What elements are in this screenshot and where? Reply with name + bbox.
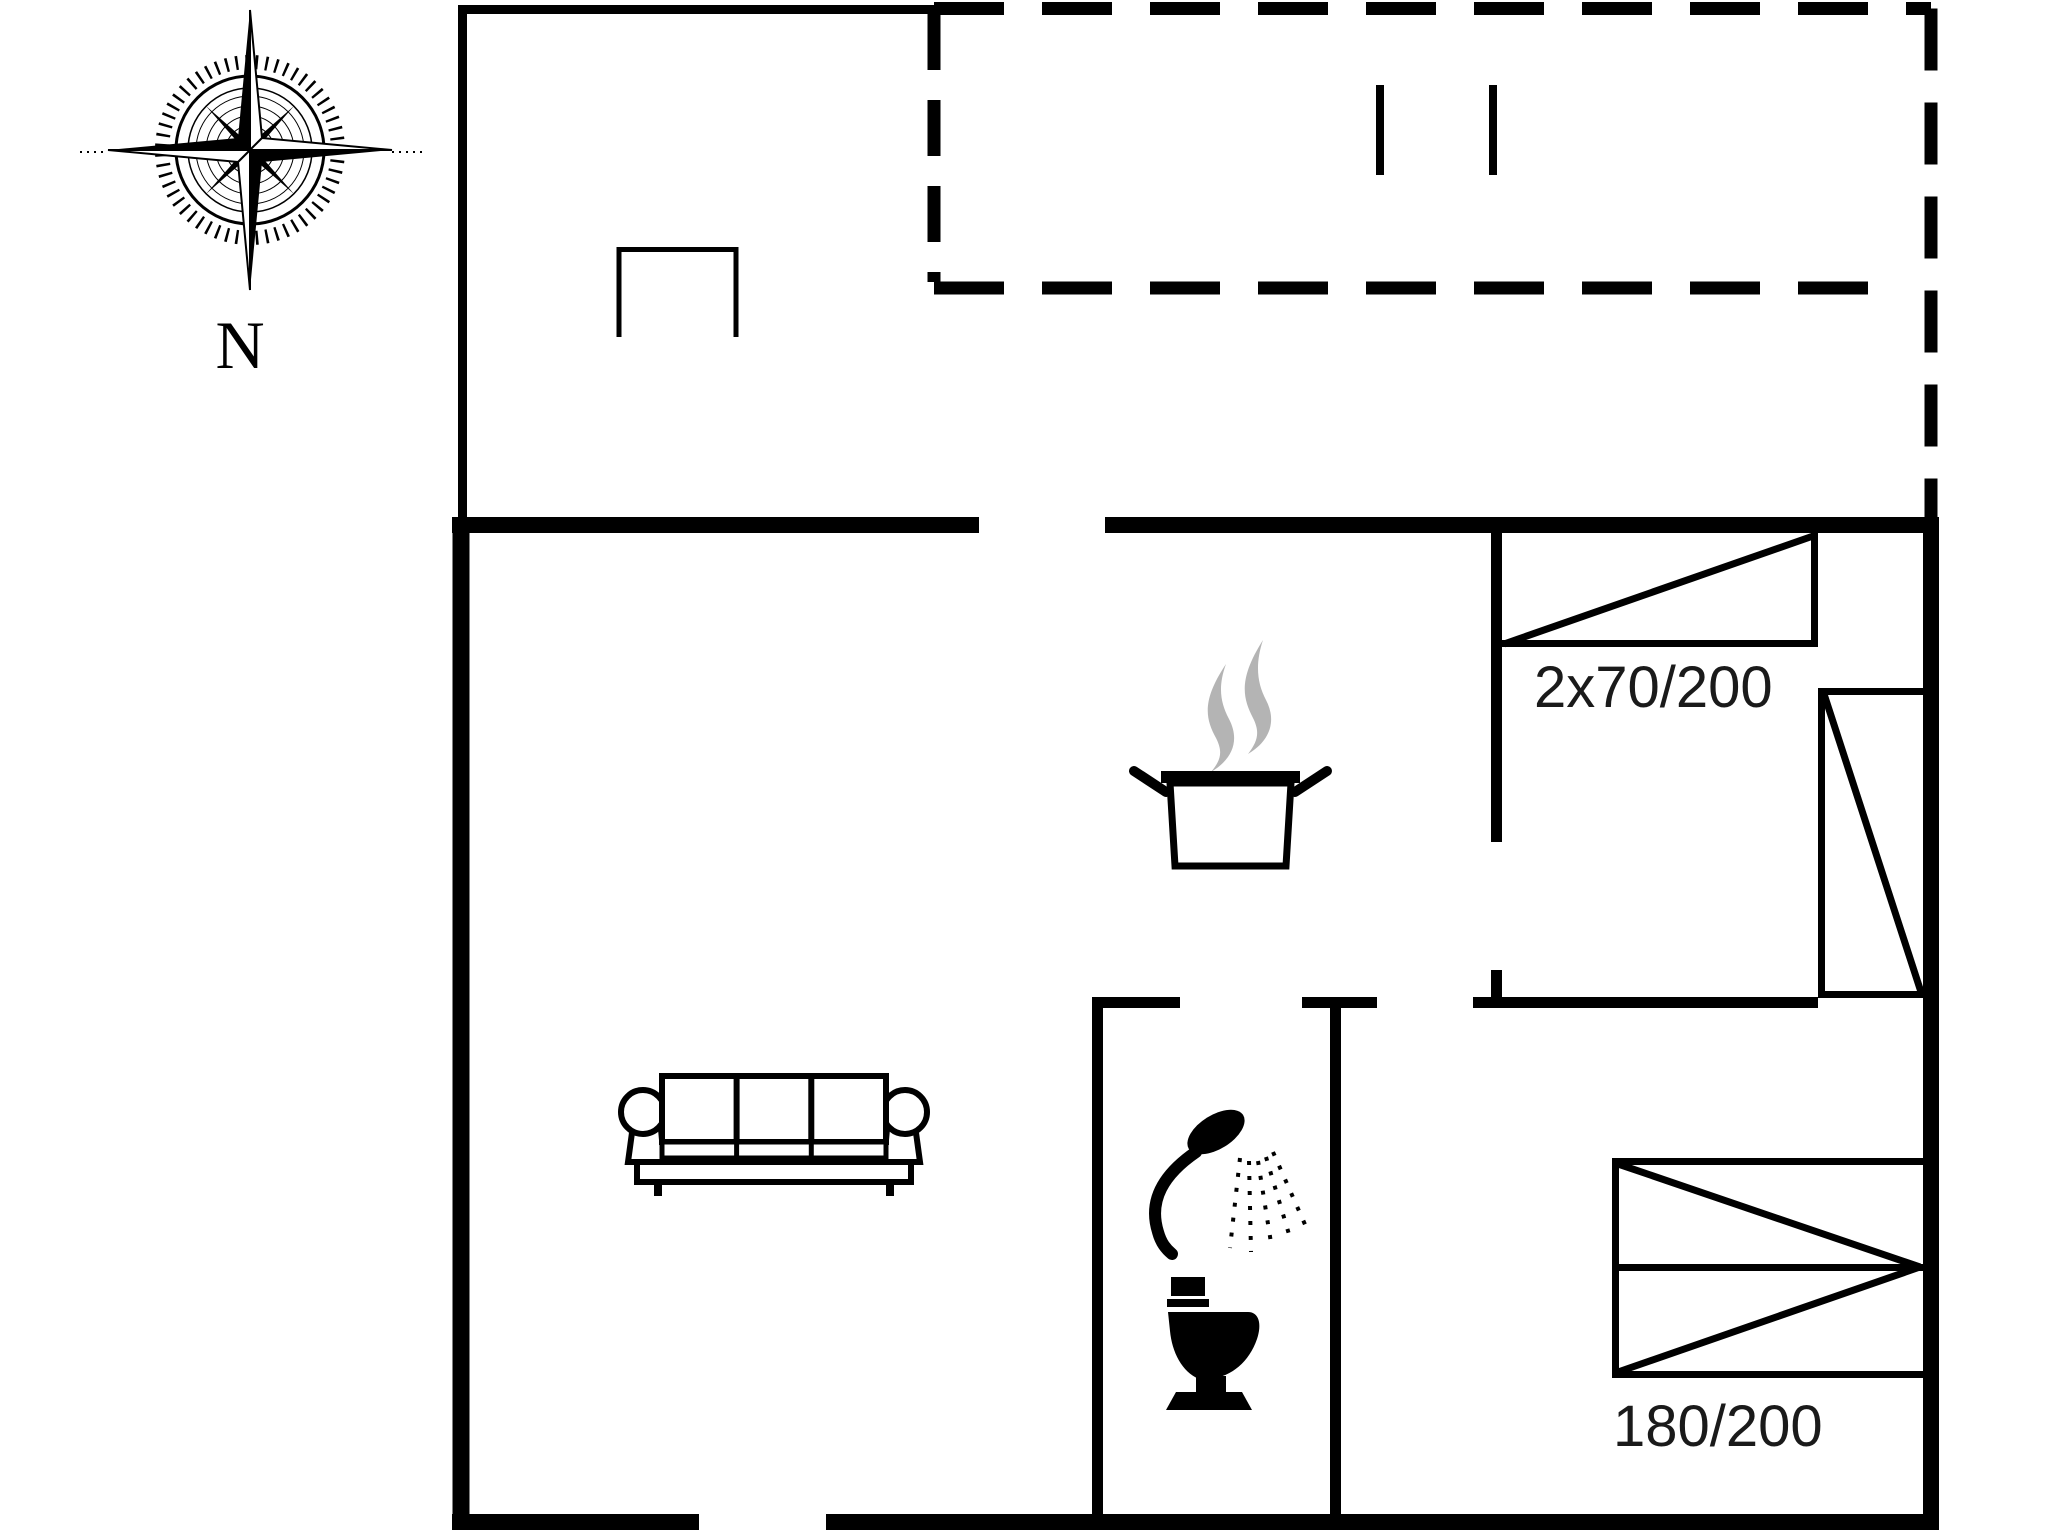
shower-icon (1149, 1109, 1309, 1260)
double-bed-icon (1612, 1158, 1923, 1378)
sofa-icon (618, 1073, 930, 1196)
compass-north-label: N (215, 307, 264, 383)
interior-walls (1092, 533, 1818, 1522)
outer-walls (452, 517, 1939, 1530)
bed-size-label-bunk: 2x70/200 (1534, 655, 1773, 720)
bed-size-label-double: 180/200 (1613, 1394, 1823, 1459)
toilet-icon (1158, 1277, 1260, 1410)
steam-icon (1207, 640, 1272, 772)
terrace-dashed-outline (927, 2, 1938, 517)
cooking-pot-icon (1129, 766, 1332, 870)
single-bed-icon (1502, 531, 1818, 648)
compass-rose-icon (80, 9, 422, 291)
annex-walls (458, 5, 934, 522)
single-bed-icon (1818, 688, 1925, 998)
chimney-icon (616, 247, 739, 337)
